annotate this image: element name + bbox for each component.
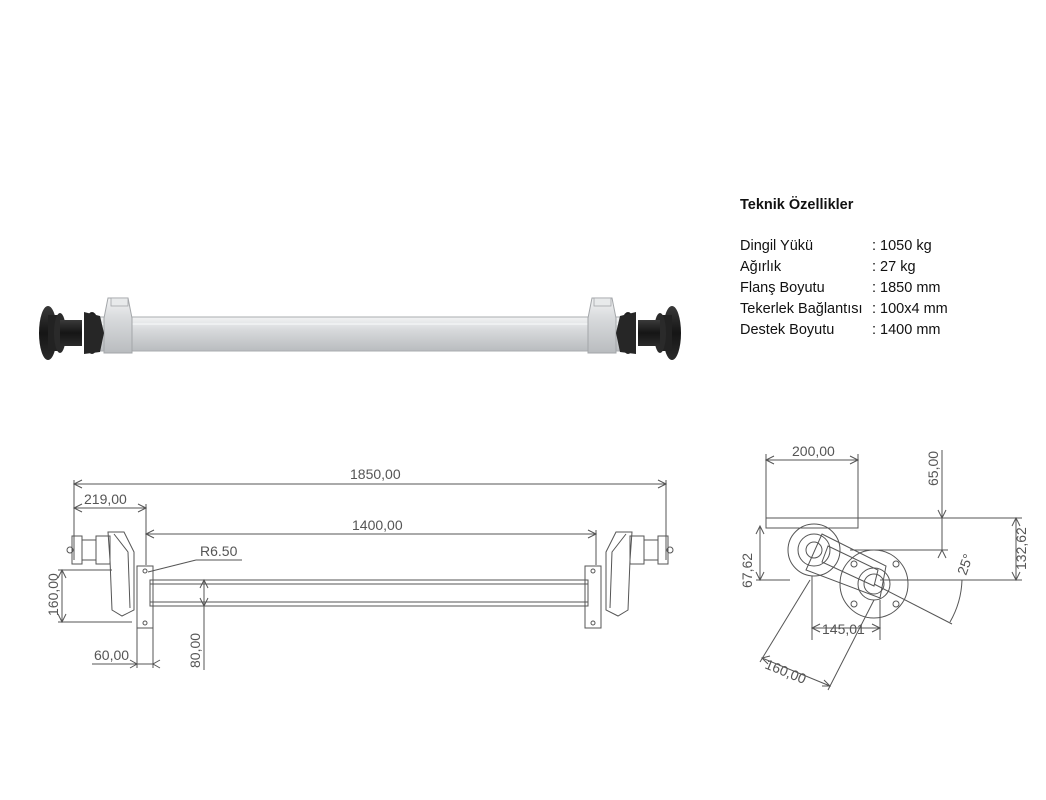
spec-value: : 1850 mm [872, 280, 941, 296]
dim-arm-length: 160,00 [763, 656, 809, 687]
spec-value: : 1400 mm [872, 322, 941, 338]
spec-label: Dingil Yükü [740, 238, 814, 254]
front-dimension-labels: 1850,00 219,00 1400,00 R6.50 160,00 60,0… [45, 466, 403, 668]
spec-value: : 100x4 mm [872, 301, 948, 317]
dim-left-height: 67,62 [739, 553, 755, 588]
spec-label: Destek Boyutu [740, 322, 835, 338]
dim-bracket-width: 60,00 [94, 647, 129, 663]
dim-overall-length: 1850,00 [350, 466, 401, 482]
left-hub [39, 306, 104, 360]
dim-angle: 25° [954, 552, 976, 577]
side-technical-drawing [755, 450, 1022, 691]
spec-label: Flanş Boyutu [740, 280, 825, 296]
dim-radius: R6.50 [200, 543, 238, 559]
dim-center-distance: 145,01 [822, 621, 865, 637]
dim-offset: 219,00 [84, 491, 127, 507]
front-technical-drawing [57, 479, 674, 670]
side-dimension-labels: 200,00 65,00 132,62 67,62 25° 145,01 160… [739, 443, 1029, 687]
specs-table: Dingil Yükü : 1050 kg Ağırlık : 27 kg Fl… [740, 236, 948, 341]
spec-row-support: Destek Boyutu : 1400 mm [740, 320, 948, 341]
spec-value: : 1050 kg [872, 238, 932, 254]
axle-product-image [39, 297, 681, 360]
spec-row-weight: Ağırlık : 27 kg [740, 257, 948, 278]
right-hub [616, 306, 681, 360]
dim-total-height: 132,62 [1013, 527, 1029, 570]
spec-row-flange: Flanş Boyutu : 1850 mm [740, 278, 948, 299]
spec-label: Tekerlek Bağlantısı [740, 301, 863, 317]
dim-plate-width: 200,00 [792, 443, 835, 459]
dim-tube-height: 80,00 [187, 633, 203, 668]
dim-height: 160,00 [45, 573, 61, 616]
dim-support-length: 1400,00 [352, 517, 403, 533]
spec-row-axle-load: Dingil Yükü : 1050 kg [740, 236, 948, 257]
spec-value: : 27 kg [872, 259, 916, 275]
specs-title: Teknik Özellikler [740, 197, 854, 213]
spec-row-wheel-connection: Tekerlek Bağlantısı : 100x4 mm [740, 299, 948, 320]
spec-label: Ağırlık [740, 259, 782, 275]
dim-top-height: 65,00 [925, 451, 941, 486]
